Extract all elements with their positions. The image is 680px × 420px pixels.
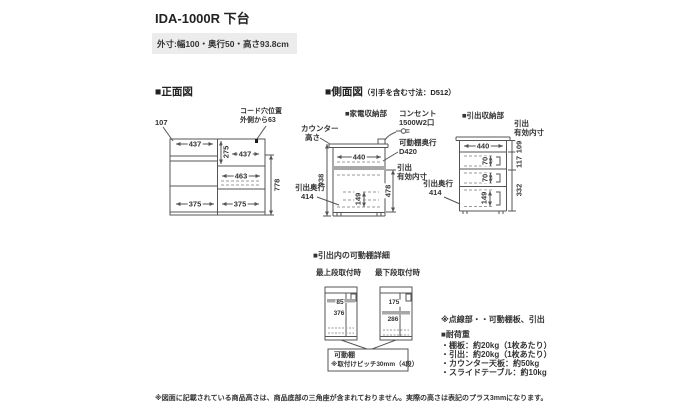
dim-front2: 117: [514, 154, 524, 170]
dim-top-offset: 107: [155, 118, 168, 127]
appliance-section-drawing: [316, 128, 410, 217]
side-view-title-note: （引手を含む寸法：D512）: [362, 88, 456, 97]
dim-drawer-section-depth: 440: [475, 141, 491, 151]
load-item-drawer: ・引出：約20kg（1枚あたり）: [441, 350, 552, 359]
shelf-top-position-label: 最上段取付時: [316, 268, 361, 277]
load-item-shelf: ・棚板：約20kg（1枚あたり）: [441, 341, 552, 350]
cord-hole-label-line2: 外側から63: [240, 117, 276, 124]
drawer-inner-label-line1: 引出: [514, 119, 529, 128]
drawer-inner-label-line2: 有効内寸: [514, 128, 544, 137]
drawer-depth-value: 414: [429, 188, 442, 197]
appliance-section-title: ■家電収納部: [345, 109, 388, 118]
dim-door-left: 375: [187, 199, 203, 209]
dim-shelf-bottom-upper: 175: [387, 298, 401, 307]
drawer-section-title: ■引出収納部: [462, 111, 505, 120]
dim-appliance-drawer-inner: 149: [353, 191, 363, 207]
dim-shelf-bottom-lower: 286: [386, 315, 400, 324]
appliance-drawer-depth-value: 414: [301, 192, 314, 201]
dim-drawer-top: 437: [187, 139, 203, 149]
dim-appliance-inner-height: 478: [383, 183, 393, 199]
dim-drawer2: 70: [480, 172, 490, 184]
cord-hole-mark: [255, 139, 258, 143]
shelf-detail-title: ■引出内の可動棚詳細: [313, 251, 390, 260]
appliance-inner-label-line1: 引出: [397, 163, 412, 172]
page-title: IDA-1000R 下台: [155, 11, 250, 26]
front-view-title: ■正面図: [155, 86, 193, 98]
load-capacity-title: ■耐荷重: [441, 330, 470, 339]
side-view-title: ■側面図（引手を含む寸法：D512）: [325, 84, 456, 99]
shelf-bottom-position-label: 最下段取付時: [375, 268, 420, 277]
counter-height-label-line1: カウンター: [301, 124, 339, 133]
dim-body-height: 778: [272, 177, 282, 193]
load-item-counter: ・カウンター天板：約50kg: [441, 359, 540, 368]
dim-shelf-top-upper: 85: [335, 298, 345, 307]
footer-note: ※図面に記載されている商品高さは、商品底部の三角座が含まれておりません。実際の高…: [155, 395, 548, 402]
counter-height-label-line2: 高さ: [305, 133, 320, 142]
dim-door-right: 375: [232, 199, 248, 209]
dim-front1: 109: [514, 139, 524, 155]
dim-drawer1: 70: [480, 155, 490, 167]
dim-drawer3: 149: [479, 190, 489, 206]
dim-appliance-depth: 440: [351, 152, 367, 162]
dim-niche-width: 437: [237, 149, 253, 159]
shelf-callout-line1: 可動棚: [334, 352, 355, 359]
power-plug-icon: [396, 128, 410, 134]
movable-shelf-label-line1: 可動棚奥行: [399, 138, 437, 147]
appliance-inner-label-line2: 有効内寸: [397, 172, 427, 181]
outlet-label-line2: 1500W2口: [399, 118, 435, 127]
dim-shelf-top-lower: 376: [332, 309, 346, 318]
drawer-depth-label: 引出奥行: [423, 179, 453, 188]
side-view-title-text: ■側面図: [325, 86, 363, 98]
cord-hole-label-line1: コード穴位置: [240, 108, 282, 115]
dim-front3: 332: [514, 182, 524, 198]
front-view-drawing: [162, 125, 274, 216]
dim-niche-height: 275: [221, 144, 231, 160]
appliance-drawer-depth-label: 引出奥行: [295, 183, 325, 192]
shelf-callout-line2: ※取付けピッチ30mm（4段）: [331, 361, 419, 368]
dim-slide-width: 463: [233, 171, 249, 181]
load-item-slide-table: ・スライドテーブル：約10kg: [441, 368, 547, 377]
movable-shelf-label-line2: D420: [399, 147, 417, 156]
dotted-line-note: ※点線部・・可動棚板、引出: [441, 315, 545, 324]
outlet-label-line1: コンセント: [399, 109, 437, 118]
outer-size-badge: 外寸:幅100・奥行50・高さ93.8cm: [152, 33, 297, 54]
